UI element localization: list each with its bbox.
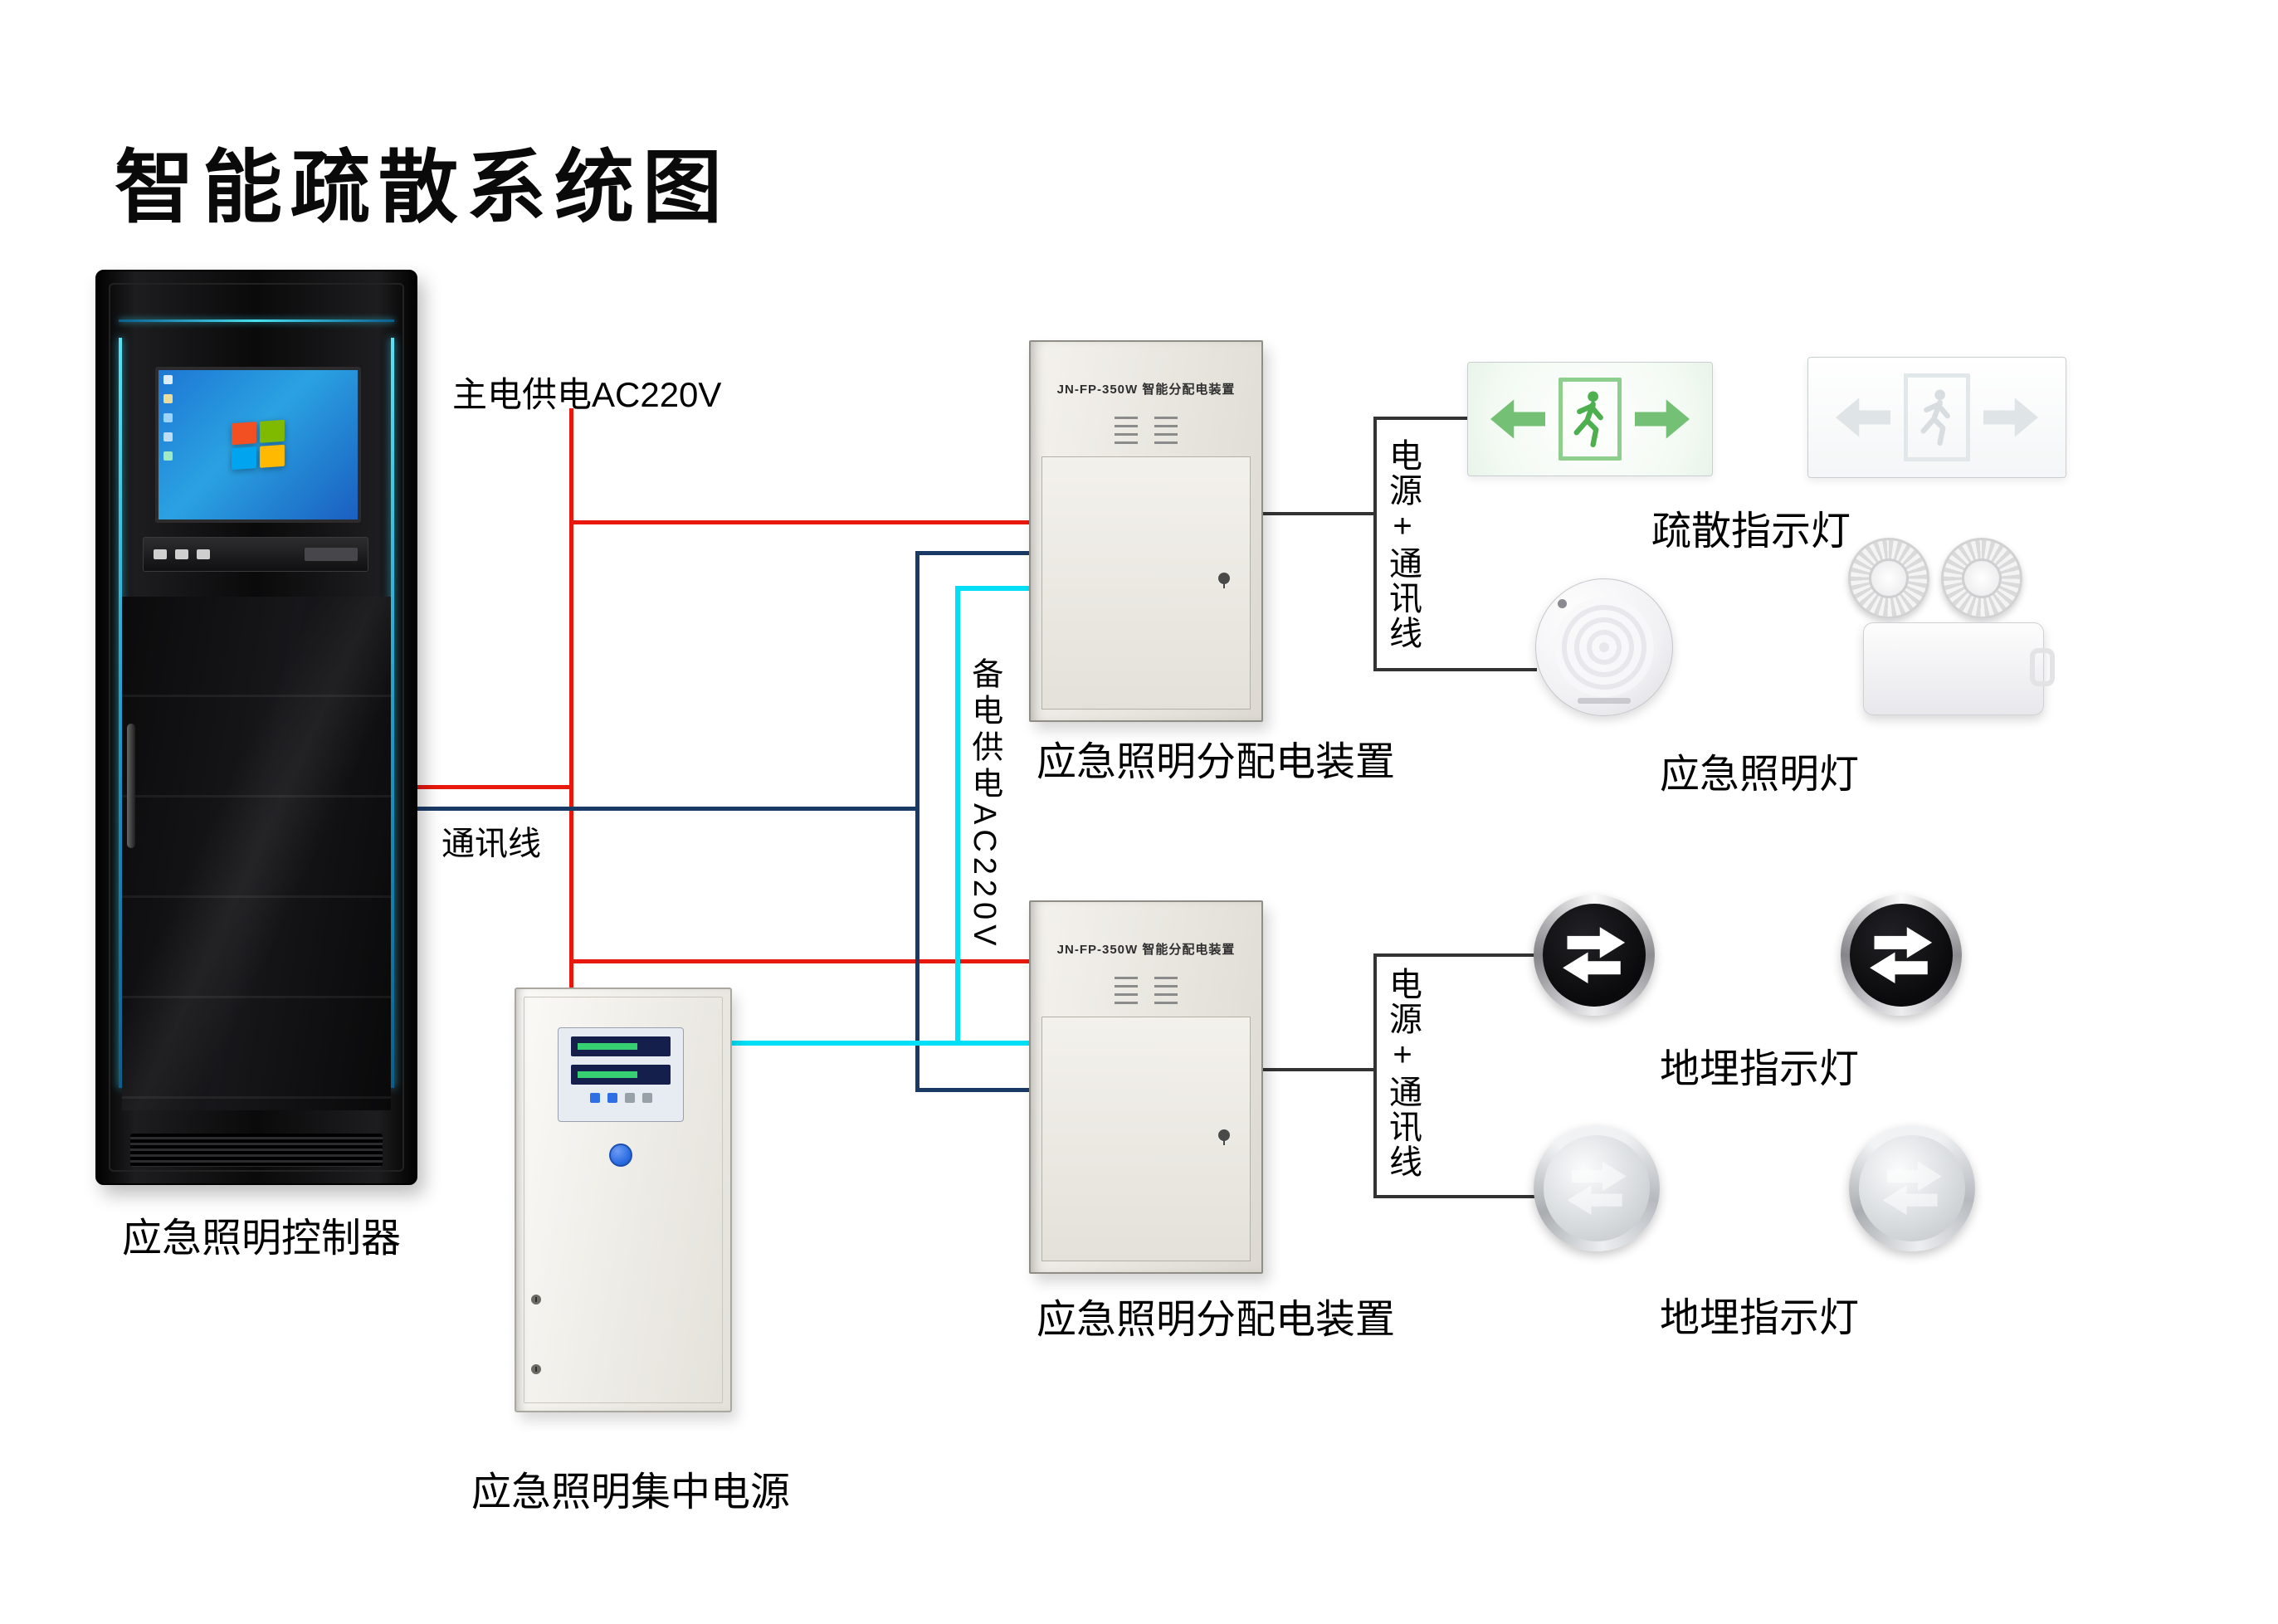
panel-buttons xyxy=(559,1093,683,1103)
distribution-box-1: JN-FP-350W 智能分配电装置 xyxy=(1029,340,1263,722)
lamp-head-icon xyxy=(1848,538,1929,619)
power-comm-label-top: 电源+通讯线 xyxy=(1384,438,1421,662)
power-line-segment xyxy=(569,520,1032,524)
comm-line-segment xyxy=(417,807,919,811)
comm-line-segment xyxy=(915,551,919,1092)
cabinet-door xyxy=(122,597,391,1110)
lock-icon xyxy=(531,1295,541,1305)
connector-line xyxy=(1373,417,1467,420)
ground-light-black xyxy=(1841,895,1962,1016)
diagram-title: 智能疏散系统图 xyxy=(115,144,730,232)
connector-line xyxy=(1373,1195,1537,1198)
ground-light-silver xyxy=(1849,1125,1975,1251)
ceiling-emergency-light xyxy=(1535,578,1673,716)
central-power-unit xyxy=(515,988,732,1412)
arrow-right-icon xyxy=(1635,399,1690,439)
exit-sign-green xyxy=(1467,362,1713,476)
double-arrow-icon xyxy=(1544,1135,1650,1241)
lamp-head-icon xyxy=(1941,538,2022,619)
panel-button xyxy=(175,549,188,559)
lock-icon xyxy=(531,1364,541,1374)
emergency-lighting-controller-cabinet xyxy=(95,270,417,1185)
vent-grille xyxy=(130,1134,383,1167)
backup-line-segment xyxy=(955,586,960,1046)
keyhole-icon xyxy=(1218,1129,1230,1145)
double-arrow-icon xyxy=(1850,904,1953,1007)
keyhole-icon xyxy=(1218,573,1230,589)
arrow-left-icon xyxy=(1836,397,1890,437)
ground-light-label-bottom: 地埋指示灯 xyxy=(1659,1296,1859,1340)
exit-sign-white xyxy=(1807,357,2066,478)
power-unit-door xyxy=(524,997,723,1403)
cabinet-handle xyxy=(127,724,135,848)
connector-line xyxy=(1263,512,1377,515)
controller-label: 应急照明控制器 xyxy=(121,1217,401,1261)
connector-line xyxy=(1373,668,1537,671)
backup-power-label: 备电供电AC220V xyxy=(966,657,1002,956)
emergency-light-label: 应急照明灯 xyxy=(1659,753,1859,797)
panel-button xyxy=(154,549,167,559)
connector-line xyxy=(1373,953,1377,1198)
distribution-box-door xyxy=(1041,456,1251,710)
exit-sign-label: 疏散指示灯 xyxy=(1651,510,1851,554)
distribution-box-2-label: 应急照明分配电装置 xyxy=(1036,1298,1395,1342)
distribution-box-door xyxy=(1041,1017,1251,1261)
power-line-segment xyxy=(569,959,1032,963)
connector-line xyxy=(1263,1068,1377,1071)
cabinet-accent-top xyxy=(119,319,394,322)
twin-head-emergency-light xyxy=(1830,538,2055,727)
lcd-display xyxy=(571,1036,671,1056)
distribution-box-model: JN-FP-350W 智能分配电装置 xyxy=(1056,383,1236,397)
connector-line xyxy=(1373,953,1537,957)
panel-button xyxy=(197,549,210,559)
lamp-body xyxy=(1863,622,2055,715)
light-rings xyxy=(1554,597,1654,697)
arrow-left-icon xyxy=(1490,399,1545,439)
cabinet-accent-right xyxy=(391,338,394,1088)
distribution-box-model: JN-FP-350W 智能分配电装置 xyxy=(1056,943,1236,957)
indicator-labels xyxy=(1031,417,1261,444)
comm-line-label: 通讯线 xyxy=(441,826,541,862)
distribution-box-2: JN-FP-350W 智能分配电装置 xyxy=(1029,900,1263,1274)
backup-line-segment xyxy=(955,586,1032,591)
comm-line-segment xyxy=(915,1088,1032,1092)
comm-line-segment xyxy=(915,551,1032,555)
ground-light-label-top: 地埋指示灯 xyxy=(1659,1047,1859,1091)
lamp-handle xyxy=(2030,648,2055,686)
power-indicator-button xyxy=(609,1144,632,1167)
central-power-label: 应急照明集中电源 xyxy=(471,1470,790,1514)
power-comm-label-bottom: 电源+通讯线 xyxy=(1384,967,1421,1191)
running-man-icon xyxy=(1904,373,1970,461)
connector-line xyxy=(1373,417,1377,671)
power-display-panel xyxy=(558,1027,684,1122)
double-arrow-icon xyxy=(1543,904,1646,1007)
panel-module xyxy=(305,548,358,561)
brand-mark xyxy=(1578,698,1631,704)
lcd-display xyxy=(571,1065,671,1085)
running-man-icon xyxy=(1559,378,1622,461)
power-line-segment xyxy=(417,785,573,789)
power-line-segment xyxy=(569,408,573,989)
test-button xyxy=(1558,599,1567,608)
backup-line-segment xyxy=(731,1041,1032,1046)
controller-screen xyxy=(155,367,361,523)
ground-light-black xyxy=(1534,895,1655,1016)
ground-light-silver xyxy=(1534,1125,1660,1251)
double-arrow-icon xyxy=(1859,1135,1965,1241)
windows-logo-icon xyxy=(232,419,285,471)
main-power-label: 主电供电AC220V xyxy=(452,375,722,414)
cabinet-control-panel xyxy=(143,537,368,572)
cabinet-accent-left xyxy=(119,338,122,1088)
distribution-box-1-label: 应急照明分配电装置 xyxy=(1036,740,1395,784)
desktop-icons xyxy=(163,375,173,461)
indicator-labels xyxy=(1031,977,1261,1004)
arrow-right-icon xyxy=(1983,397,2038,437)
